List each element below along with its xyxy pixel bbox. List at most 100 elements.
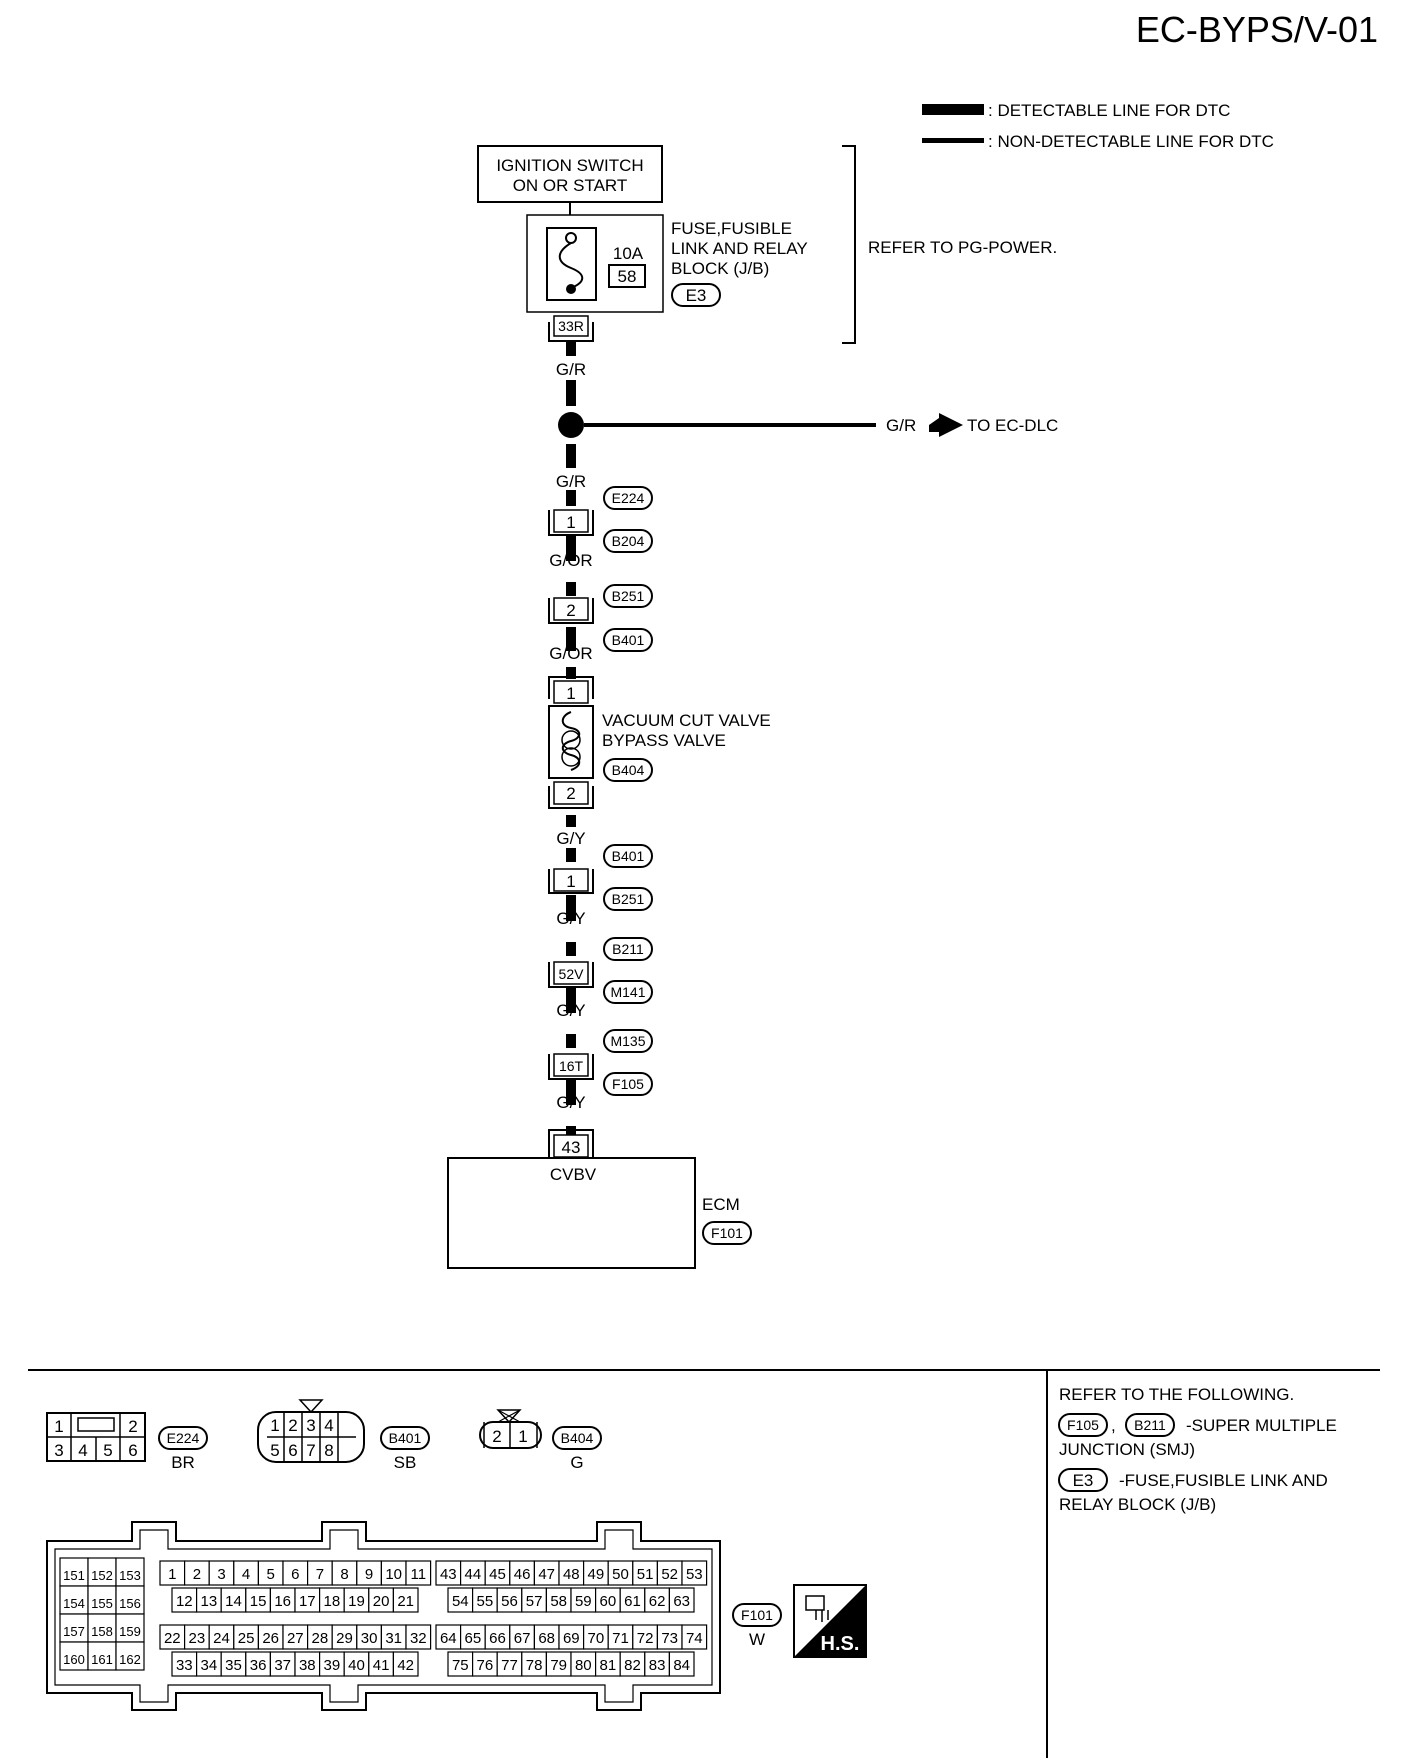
f101-pin: 1 bbox=[168, 1566, 176, 1583]
f101-pin: 58 bbox=[550, 1593, 567, 1610]
main-harness bbox=[566, 341, 576, 1138]
b404-color: G bbox=[570, 1453, 583, 1472]
e224-pin: 6 bbox=[128, 1441, 137, 1460]
f101-pin: 79 bbox=[550, 1657, 567, 1674]
inline-connector-b401-b251: 1 B401 B251 bbox=[548, 844, 653, 911]
f101-pin-cell bbox=[656, 1624, 683, 1650]
f101-pin: 25 bbox=[238, 1630, 255, 1647]
b401-pin: 1 bbox=[270, 1416, 279, 1435]
f101-pin-cell bbox=[632, 1624, 658, 1650]
f101-pin: 78 bbox=[526, 1657, 543, 1674]
f101-pin: 4 bbox=[242, 1566, 250, 1583]
f101-pin: 59 bbox=[575, 1593, 592, 1610]
connector-3-top-id: B401 bbox=[612, 848, 645, 864]
hs-label: H.S. bbox=[821, 1633, 860, 1655]
f101-pin: 26 bbox=[262, 1630, 279, 1647]
f101-pin-cell bbox=[171, 1651, 198, 1677]
f101-pin: 18 bbox=[324, 1593, 341, 1610]
refer-smj-text-1: -SUPER MULTIPLE bbox=[1186, 1416, 1337, 1435]
b401-id: B401 bbox=[389, 1430, 422, 1446]
wire-color-gor-a: G/OR bbox=[549, 551, 592, 570]
f101-pin-cell bbox=[115, 1613, 145, 1643]
f101-pin-cell bbox=[331, 1624, 358, 1650]
f101-pin: 2 bbox=[193, 1566, 201, 1583]
f101-pin: 162 bbox=[119, 1652, 141, 1667]
f101-pin: 24 bbox=[213, 1630, 230, 1647]
f101-pin: 68 bbox=[538, 1630, 555, 1647]
f101-pin: 9 bbox=[365, 1566, 373, 1583]
f101-pin: 84 bbox=[673, 1657, 690, 1674]
connector-4-top-id: B211 bbox=[612, 941, 644, 957]
f101-pin: 161 bbox=[91, 1652, 113, 1667]
f101-pin: 74 bbox=[686, 1630, 703, 1647]
f101-pin: 83 bbox=[649, 1657, 666, 1674]
f101-pin: 60 bbox=[600, 1593, 617, 1610]
connector-3-bottom-id: B251 bbox=[612, 891, 645, 907]
arrow-right-icon bbox=[929, 413, 963, 437]
valve-connector-id: B404 bbox=[612, 762, 645, 778]
b404-id: B404 bbox=[561, 1430, 594, 1446]
branch-target: TO EC-DLC bbox=[967, 416, 1058, 435]
f101-pin: 65 bbox=[465, 1630, 482, 1647]
f101-pin: 32 bbox=[410, 1630, 427, 1647]
connector-1-terminal: 1 bbox=[566, 513, 575, 532]
connector-4-terminal: 52V bbox=[559, 966, 585, 982]
f101-pin: 61 bbox=[624, 1593, 641, 1610]
branch-wire-color: G/R bbox=[886, 416, 916, 435]
harness-symbol-icon: H.S. bbox=[793, 1584, 867, 1658]
f101-pin-cell bbox=[208, 1560, 235, 1586]
f101-pin: 66 bbox=[489, 1630, 506, 1647]
f101-pin: 54 bbox=[452, 1593, 469, 1610]
f101-pin: 41 bbox=[373, 1657, 390, 1674]
f101-pin: 63 bbox=[673, 1593, 690, 1610]
f101-pin: 13 bbox=[201, 1593, 218, 1610]
fuse-number: 58 bbox=[618, 267, 637, 286]
f101-pin-cell bbox=[115, 1641, 145, 1671]
f101-pin: 81 bbox=[600, 1657, 617, 1674]
splice-point bbox=[558, 412, 584, 438]
f101-pin: 47 bbox=[538, 1566, 555, 1583]
f101-pin: 45 bbox=[489, 1566, 506, 1583]
f101-pin: 29 bbox=[336, 1630, 353, 1647]
f101-pin: 22 bbox=[164, 1630, 181, 1647]
refer-smj-text-2: JUNCTION (SMJ) bbox=[1059, 1440, 1195, 1459]
refer-following-panel: REFER TO THE FOLLOWING. F105 , B211 -SUP… bbox=[1058, 1385, 1337, 1514]
b401-color: SB bbox=[394, 1453, 417, 1472]
wire-color-gy-a: G/Y bbox=[556, 829, 585, 848]
fuse-block-label-2: LINK AND RELAY bbox=[671, 239, 808, 258]
ignition-switch-box: IGNITION SWITCH ON OR START bbox=[477, 145, 663, 203]
f101-pin-cell bbox=[208, 1624, 235, 1650]
fuse-icon bbox=[558, 242, 584, 289]
f101-pin: 17 bbox=[299, 1593, 316, 1610]
f101-pin: 51 bbox=[637, 1566, 654, 1583]
f101-id: F101 bbox=[741, 1607, 773, 1623]
ecm-pin-name: CVBV bbox=[550, 1165, 597, 1184]
f101-pin: 42 bbox=[397, 1657, 414, 1674]
b401-pin: 7 bbox=[306, 1441, 315, 1460]
non-detectable-line-swatch bbox=[922, 138, 984, 143]
wire-color-gy-c: G/Y bbox=[556, 1001, 585, 1020]
f101-color: W bbox=[749, 1630, 765, 1649]
e224-pin: 4 bbox=[78, 1441, 87, 1460]
b401-pin: 2 bbox=[288, 1416, 297, 1435]
f101-pin: 27 bbox=[287, 1630, 304, 1647]
f101-pin-cell bbox=[496, 1651, 523, 1677]
fuse-terminal-bottom bbox=[566, 284, 576, 294]
f101-pin: 37 bbox=[274, 1657, 291, 1674]
connector-5-terminal: 16T bbox=[559, 1058, 584, 1074]
ignition-label-line1: IGNITION SWITCH bbox=[496, 156, 643, 175]
f101-pin: 23 bbox=[189, 1630, 206, 1647]
comma: , bbox=[1111, 1416, 1116, 1435]
f101-pin: 34 bbox=[201, 1657, 218, 1674]
refer-smj-conn-1: F105 bbox=[1067, 1417, 1099, 1433]
f101-pin-cell bbox=[356, 1560, 382, 1586]
connector-5-bottom-id: F105 bbox=[612, 1076, 644, 1092]
connector-lock-icon bbox=[298, 1399, 324, 1414]
b404-pin: 2 bbox=[492, 1427, 501, 1446]
f101-pin-cell bbox=[594, 1651, 621, 1677]
fuse-terminal-top bbox=[565, 232, 577, 244]
f101-pin-cell bbox=[405, 1560, 432, 1586]
e224-id: E224 bbox=[167, 1430, 200, 1446]
e224-pin: 3 bbox=[54, 1441, 63, 1460]
